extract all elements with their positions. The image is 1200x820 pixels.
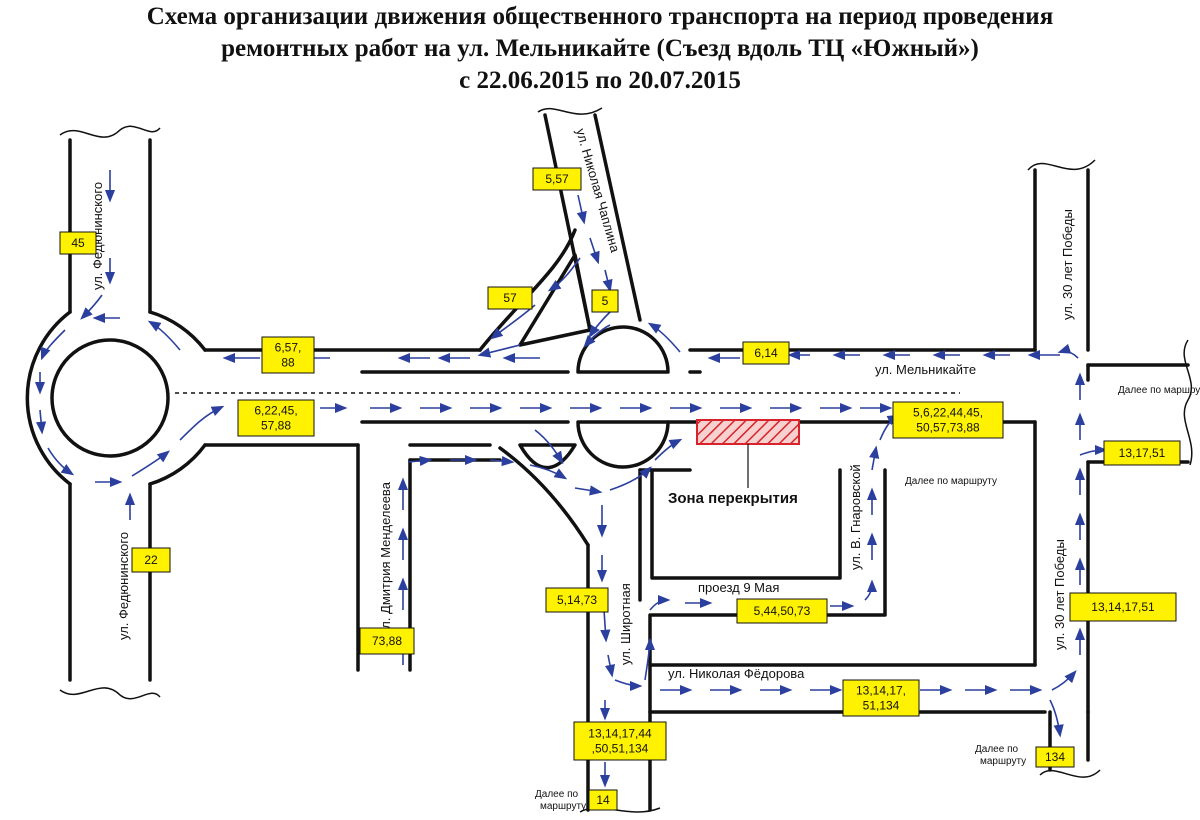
route-box-text: 134 (1045, 750, 1065, 764)
note-further-br-2: маршруту (980, 756, 1026, 767)
route-box-text: 6,14 (754, 346, 778, 360)
title-line-3: с 22.06.2015 по 20.07.2015 (459, 67, 741, 94)
route-box-text: 5,14,73 (557, 593, 597, 607)
note-further-mid: Далее по маршруту (905, 476, 997, 487)
route-arrows (34, 170, 1108, 788)
note-further-b-2: маршруту (540, 801, 586, 812)
route-box-text: 5,6,22,44,45, (913, 406, 983, 420)
route-box-r131751: 13,17,51 (1103, 440, 1181, 466)
note-further-right-1: Далее по маршруту (1118, 385, 1200, 396)
route-box-text: 13,14,17, (856, 684, 906, 698)
street-label-fedyuninskogo-bottom: ул. Федюнинского (116, 532, 131, 640)
route-box-r57: 57 (487, 286, 533, 310)
route-box-bg (359, 627, 415, 655)
street-label-proezd: проезд 9 Мая (698, 580, 779, 595)
route-box-r544: 5,44,50,73 (736, 598, 828, 624)
route-box-text: 13,14,17,51 (1091, 600, 1155, 614)
route-box-text: 45 (71, 236, 85, 250)
route-box-text: 14 (596, 793, 610, 807)
route-box-text: 50,57,73,88 (916, 421, 980, 435)
route-box-r13141751: 13,14,17,51 (1069, 592, 1177, 622)
route-box-r45: 45 (59, 231, 97, 255)
street-label-pobedy-top: ул. 30 лет Победы (1060, 209, 1075, 320)
route-box-text: 5,57 (545, 172, 569, 186)
route-box-r65788: 6,57,88 (261, 336, 315, 374)
route-box-r134: 134 (1035, 746, 1075, 768)
map-cut-edges (59, 107, 1193, 813)
route-box-bg (1035, 746, 1075, 768)
route-box-text: 51,134 (863, 699, 900, 713)
street-label-mendeleeva: ул. Дмитрия Менделеева (378, 481, 393, 635)
route-box-text: 73,88 (372, 634, 402, 648)
street-label-melnikaite: ул. Мельникайте (875, 362, 976, 377)
route-box-r51473: 5,14,73 (545, 587, 609, 613)
street-label-fedorova: ул. Николая Фёдорова (668, 666, 805, 681)
route-box-r614: 6,14 (742, 341, 790, 365)
route-box-bg (532, 167, 582, 191)
note-further-b-1: Далее по (535, 789, 578, 800)
street-label-chaplina: ул. Николая Чаплина (573, 127, 623, 255)
route-boxes: 45 5,57 57 5 6,57,88 6,14 6,22,45,57,88 5,6,22,… (59, 167, 1181, 811)
route-box-text: 6,22,45, (254, 404, 297, 418)
route-box-bg (892, 401, 1004, 439)
route-box-bg (131, 547, 171, 573)
route-box-text: 13,14,17,44 (588, 727, 652, 741)
route-box-r557: 5,57 (532, 167, 582, 191)
route-box-text: 57,88 (261, 419, 291, 433)
route-box-bg (59, 231, 97, 255)
route-box-bg (237, 399, 315, 437)
route-box-text: 22 (144, 553, 158, 567)
title-line-1: Схема организации движения общественного… (146, 3, 1054, 30)
route-box-bg (736, 598, 828, 624)
closure-zone (696, 419, 800, 445)
route-box-r56all: 5,6,22,44,45,50,57,73,88 (892, 401, 1004, 439)
route-box-bg (591, 289, 619, 313)
street-label-shirotnaya: ул. Широтная (618, 583, 633, 665)
route-box-bg (842, 679, 920, 717)
route-box-text: 6,57, (275, 341, 302, 355)
route-box-text: 5 (602, 294, 609, 308)
route-box-text: 88 (281, 356, 295, 370)
route-box-text: 13,17,51 (1119, 446, 1166, 460)
route-box-r5: 5 (591, 289, 619, 313)
street-label-pobedy-bottom: ул. 30 лет Победы (1052, 539, 1067, 650)
route-box-bg (545, 587, 609, 613)
route-box-bg (742, 341, 790, 365)
route-box-r22: 22 (131, 547, 171, 573)
route-box-r7388: 73,88 (359, 627, 415, 655)
title-line-2: ремонтных работ на ул. Мельникайте (Съез… (221, 35, 979, 62)
street-label-fedyuninskogo-top: ул. Федюнинского (90, 182, 105, 290)
route-box-bg (573, 721, 667, 761)
route-box-r131417b: 13,14,17,51,134 (842, 679, 920, 717)
street-label-gnarovskoy: ул. В. Гнаровской (848, 464, 863, 570)
closure-zone-label: Зона перекрытия (668, 490, 798, 507)
route-box-bg (487, 286, 533, 310)
route-box-r131417c: 13,14,17,44,50,51,134 (573, 721, 667, 761)
route-box-r14: 14 (588, 789, 618, 811)
route-box-text: ,50,51,134 (592, 742, 649, 756)
route-notes: Далее по маршруту Далее по маршруту Дале… (535, 385, 1200, 812)
note-further-br-1: Далее по (975, 744, 1018, 755)
route-box-bg (261, 336, 315, 374)
route-box-text: 5,44,50,73 (754, 604, 811, 618)
route-box-text: 57 (503, 291, 517, 305)
route-box-bg (1103, 440, 1181, 466)
route-box-r622: 6,22,45,57,88 (237, 399, 315, 437)
route-box-bg (1069, 592, 1177, 622)
route-box-bg (588, 789, 618, 811)
